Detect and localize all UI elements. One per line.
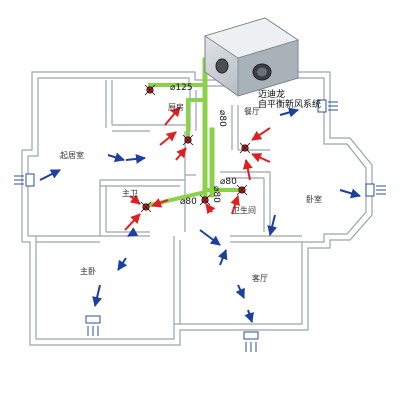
exhaust-arrow	[164, 106, 181, 126]
fans	[140, 84, 251, 213]
ceiling-fan-icon	[182, 134, 194, 146]
window-vents	[14, 99, 386, 352]
supply-arrow	[235, 284, 245, 299]
duct-label-right: ⌀80	[220, 177, 237, 187]
room-label-bedroom: 卧室	[306, 195, 322, 204]
system-title-line1: 迈迪龙	[258, 90, 286, 100]
wall-master-bed-top	[36, 235, 100, 243]
exhaust-arrow	[251, 127, 271, 141]
exhaust-arrow	[151, 198, 169, 208]
room-label-guest: 客厅	[252, 274, 268, 283]
wall-kitchen-bottom	[112, 124, 190, 132]
supply-arrows	[39, 107, 361, 323]
supply-arrow	[218, 249, 228, 266]
window-vent-icon	[365, 183, 386, 197]
walls	[21, 71, 373, 346]
duct-label-vertical: ⌀80	[217, 110, 227, 127]
exhaust-arrow	[205, 203, 216, 215]
exhaust-arrow	[251, 153, 271, 163]
duct-label-left: ⌀80	[180, 197, 197, 207]
exhaust-arrow	[129, 194, 141, 205]
window-vent-icon	[317, 99, 338, 113]
exhaust-arrow	[124, 213, 141, 231]
exhaust-arrows	[124, 106, 271, 231]
supply-arrow	[339, 188, 361, 199]
ceiling-fan-icon	[199, 194, 211, 206]
supply-arrow	[39, 169, 61, 181]
exhaust-arrow	[242, 159, 253, 181]
ceiling-fan-icon	[144, 84, 156, 96]
exhaust-arrow	[230, 195, 240, 215]
wall-guest-top	[230, 235, 302, 243]
window-vent-icon	[14, 173, 35, 187]
supply-arrow	[107, 152, 125, 163]
supply-arrow	[92, 284, 102, 307]
wall-masterbath-bottom	[100, 231, 150, 237]
supply-arrow	[199, 229, 221, 246]
unit-port-icon	[215, 58, 229, 74]
room-label-living: 起居室	[60, 151, 84, 160]
wall-corridor-right	[231, 105, 239, 150]
duct-branch-left	[186, 98, 207, 142]
supply-arrow	[279, 107, 299, 118]
room-label-master-bedroom: 主卧	[80, 267, 96, 276]
window-vent-icon	[85, 315, 101, 336]
room-label-master-bath: 主卫	[122, 189, 138, 198]
supply-arrow	[117, 257, 128, 271]
ceiling-fan-icon	[140, 201, 152, 213]
exhaust-arrow	[175, 147, 187, 161]
supply-arrow	[127, 227, 139, 237]
duct-label-main: ⌀125	[170, 83, 193, 93]
supply-arrow	[244, 309, 254, 323]
ceiling-fan-icon	[239, 142, 251, 154]
wall-guest-left	[173, 236, 181, 324]
wall-bathroom	[220, 171, 271, 236]
duct-network	[147, 57, 244, 208]
outer-wall	[21, 71, 373, 346]
system-title-line2: 自平衡新风系统	[258, 100, 322, 111]
window-vent-icon	[243, 331, 259, 352]
supply-arrow	[125, 153, 146, 164]
wall-masterbath	[99, 179, 185, 236]
room-label-restaurant: 餐厅	[244, 107, 260, 116]
supply-arrow	[267, 214, 278, 236]
ventilation-unit-icon	[204, 17, 299, 97]
duct-label-mid: ⌀80	[211, 186, 221, 203]
exhaust-arrow	[159, 131, 177, 146]
ceiling-fan-icon	[236, 184, 248, 196]
outer-wall-inner	[27, 77, 367, 340]
room-label-kitchen: 厨房	[168, 103, 184, 112]
system-title: 迈迪龙 自平衡新风系统	[258, 90, 321, 111]
room-label-bathroom: 卫生间	[232, 206, 256, 215]
